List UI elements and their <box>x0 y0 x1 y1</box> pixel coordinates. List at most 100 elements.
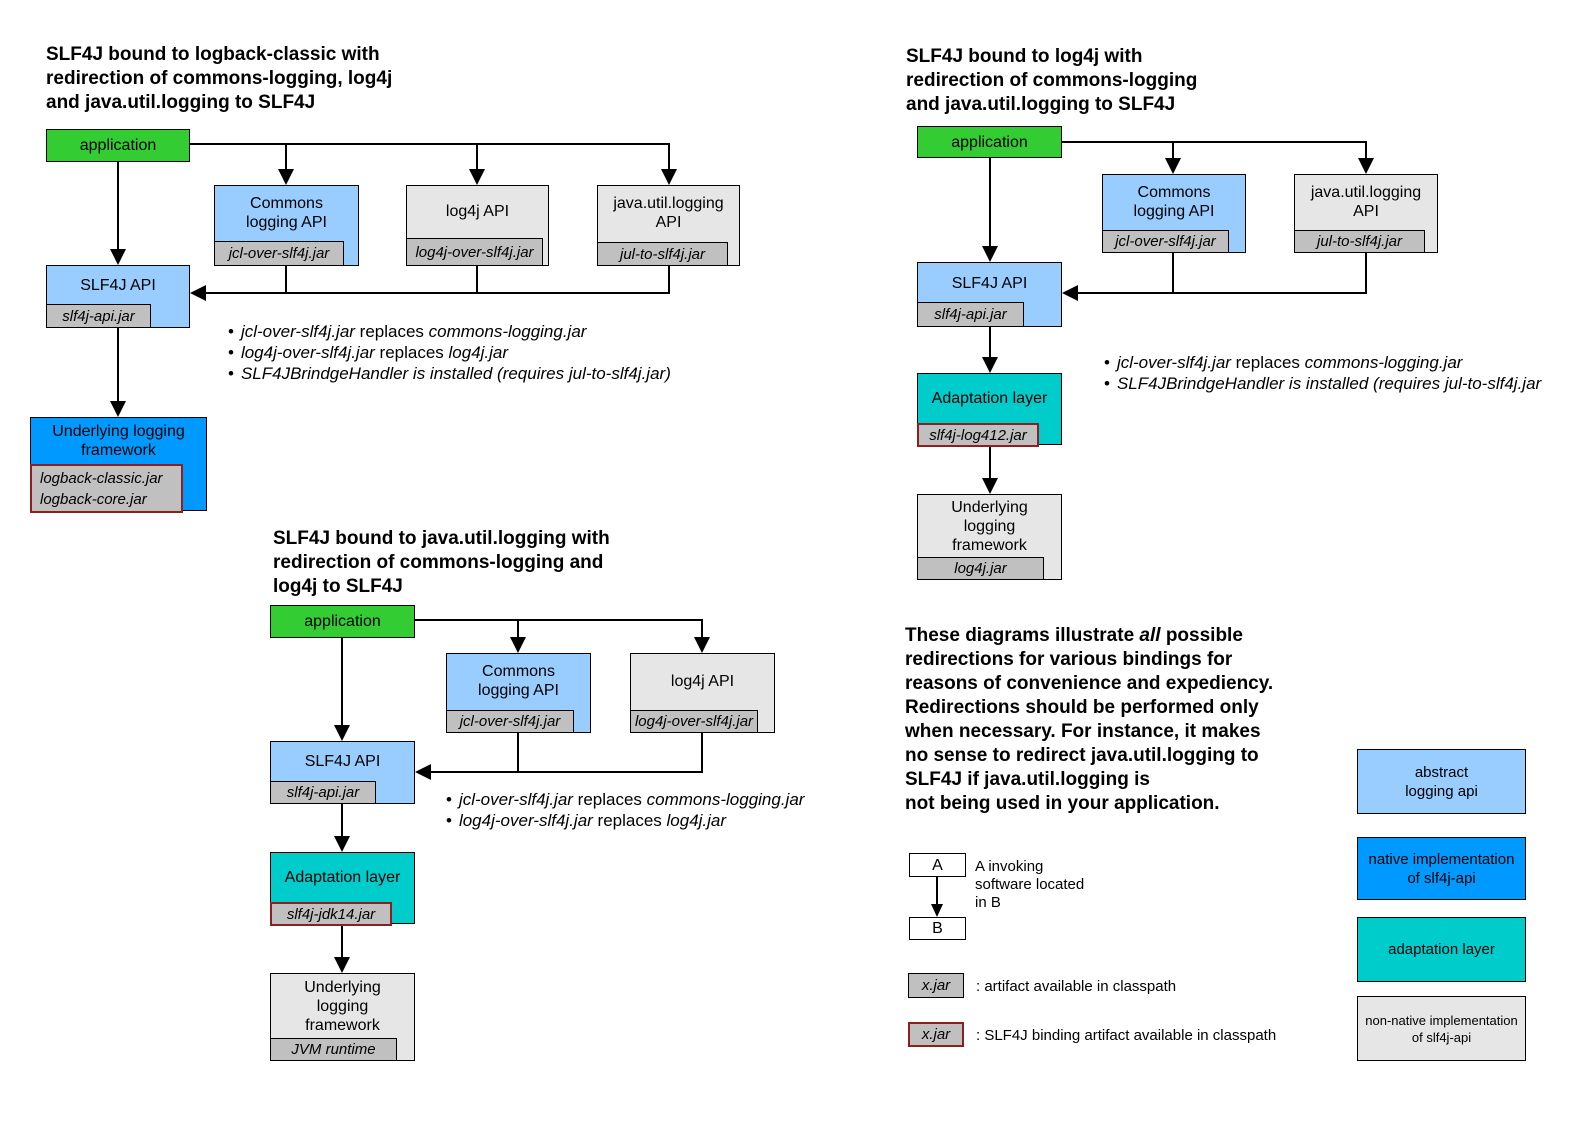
connector <box>989 327 991 358</box>
connector <box>1365 141 1367 159</box>
legend-b-label: B <box>932 920 943 937</box>
legend-a-label: A <box>932 856 943 874</box>
d1-jcl-over-slf4j-jar: jcl-over-slf4j.jar <box>214 241 344 266</box>
d2-jcl-over-slf4j-jar: jcl-over-slf4j.jar <box>1102 230 1229 253</box>
legend-b-box: B <box>909 917 966 940</box>
arrow-down-icon <box>694 637 710 653</box>
connector <box>341 926 343 958</box>
connector <box>517 620 519 638</box>
arrow-down-icon <box>982 478 998 494</box>
connector <box>190 143 670 145</box>
d2-application-label: application <box>951 133 1028 151</box>
connector <box>1172 142 1174 159</box>
connector <box>476 266 478 294</box>
d3-slf4j-api-box: SLF4J API slf4j-api.jar <box>270 741 415 804</box>
arrow-down-icon <box>661 169 677 185</box>
note-paragraph: These diagrams illustrate all possible r… <box>905 624 1273 816</box>
d3-adaptation-layer-label: Adaptation layer <box>284 868 401 886</box>
d3-application-box: application <box>270 605 415 638</box>
arrow-left-icon <box>190 285 206 301</box>
note-line: These diagrams illustrate all possible <box>905 625 1243 646</box>
arrow-down-icon <box>510 637 526 653</box>
connector <box>285 144 287 170</box>
d1-slf4j-api-label: SLF4J API <box>80 276 156 294</box>
d1-application-label: application <box>79 137 157 154</box>
arrow-down-icon <box>334 836 350 852</box>
legend-a-box: A <box>909 853 966 877</box>
d2-application-box: application <box>917 126 1062 158</box>
d3-jcl-over-slf4j-jar: jcl-over-slf4j.jar <box>446 710 574 733</box>
connector <box>989 447 991 479</box>
bullet-item: •jcl-over-slf4j.jar replaces commons-log… <box>228 322 587 341</box>
arrow-down-icon <box>982 246 998 262</box>
arrow-down-icon <box>110 249 126 265</box>
d2-slf4j-api-box: SLF4J API slf4j-api.jar <box>917 262 1062 327</box>
connector <box>1172 253 1174 294</box>
connector <box>341 638 343 726</box>
d1-log4j-api-box: log4j API log4j-over-slf4j.jar <box>406 185 549 266</box>
bullet-item: •jcl-over-slf4j.jar replaces commons-log… <box>446 790 805 809</box>
legend-xjar-desc: : artifact available in classpath <box>976 978 1177 995</box>
connector <box>701 619 703 638</box>
d3-bullet-list: •jcl-over-slf4j.jar replaces commons-log… <box>446 789 804 831</box>
connector <box>989 158 991 248</box>
d2-adaptation-layer-box: Adaptation layer slf4j-log412.jar <box>917 373 1062 447</box>
d1-bullet-list: •jcl-over-slf4j.jar replaces commons-log… <box>228 321 671 384</box>
connector <box>1365 253 1367 294</box>
legend-xjar-binding-label: x.jar <box>921 1026 951 1043</box>
d3-log4j-api-box: log4j API log4j-over-slf4j.jar <box>630 653 775 733</box>
connector <box>285 266 287 294</box>
arrow-down-icon <box>334 725 350 741</box>
legend-xjar-box: x.jar <box>908 973 964 998</box>
arrow-down-icon <box>931 904 943 917</box>
d3-slf4j-api-jar: slf4j-api.jar <box>270 781 376 804</box>
d2-slf4j-api-jar: slf4j-api.jar <box>917 302 1024 327</box>
legend-xjar-binding-box: x.jar <box>908 1022 964 1047</box>
d3-log4j-over-slf4j-jar: log4j-over-slf4j.jar <box>630 710 758 733</box>
arrow-down-icon <box>469 169 485 185</box>
connector <box>936 877 938 904</box>
arrow-down-icon <box>110 401 126 417</box>
d3-log4j-api-label: log4j API <box>670 672 735 690</box>
arrow-left-icon <box>415 764 431 780</box>
arrow-down-icon <box>334 957 350 973</box>
arrow-down-icon <box>982 357 998 373</box>
connector <box>430 771 702 773</box>
connector <box>1062 141 1367 143</box>
d2-jul-to-slf4j-jar: jul-to-slf4j.jar <box>1294 230 1425 253</box>
d2-slf4j-api-label: SLF4J API <box>951 274 1028 292</box>
connector <box>341 804 343 837</box>
legend-xjar-binding-desc: : SLF4J binding artifact available in cl… <box>976 1027 1277 1044</box>
d1-slf4j-api-jar: slf4j-api.jar <box>46 304 151 328</box>
connector <box>205 292 670 294</box>
bullet-item: •SLF4JBrindgeHandler is installed (requi… <box>228 364 671 383</box>
d2-log4j-jar: log4j.jar <box>917 557 1044 580</box>
connector <box>668 266 670 294</box>
connector <box>117 162 119 251</box>
connector <box>701 733 703 773</box>
connector <box>668 143 670 170</box>
arrow-down-icon <box>278 169 294 185</box>
d1-jul-to-slf4j-jar: jul-to-slf4j.jar <box>597 242 728 266</box>
bullet-item: •jcl-over-slf4j.jar replaces commons-log… <box>1104 353 1463 372</box>
